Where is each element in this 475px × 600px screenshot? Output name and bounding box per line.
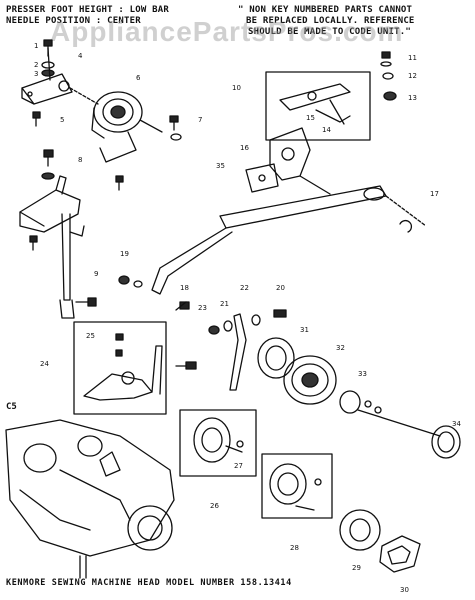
- part-label-1: 1: [34, 42, 38, 50]
- cam-part-30: [379, 535, 421, 573]
- part-label-19: 19: [120, 250, 129, 258]
- long-lever-part-17: [151, 185, 427, 295]
- part-label-29: 29: [352, 564, 361, 572]
- screw-part-5-upper: [32, 111, 41, 127]
- needle-position-note: NEEDLE POSITION : CENTER: [6, 16, 141, 26]
- part-label-9: 9: [94, 270, 98, 278]
- washer-part-21: [223, 314, 261, 332]
- part-label-6: 6: [136, 74, 141, 82]
- part-label-13: 13: [408, 94, 417, 102]
- part-label-23: 23: [198, 304, 207, 312]
- part-label-3: 3: [34, 70, 38, 78]
- part-label-10: 10: [232, 84, 241, 92]
- screw-part-7-upper: [169, 115, 179, 131]
- disc-part-32: [283, 355, 337, 405]
- part-label-21: 21: [220, 300, 229, 308]
- non-key-parts-note-line1: " NON KEY NUMBERED PARTS CANNOT: [238, 5, 413, 15]
- part-label-15: 15: [306, 114, 315, 122]
- part-label-12: 12: [408, 72, 417, 80]
- part-label-5: 5: [60, 116, 64, 124]
- screw-part-3-upper: [170, 133, 182, 141]
- part-label-7: 7: [198, 116, 202, 124]
- bracket-upper-left: [21, 47, 73, 105]
- screw-part-5-lower: [29, 235, 38, 251]
- cam-assembly-part-26: [179, 409, 257, 477]
- part-label-33: 33: [358, 370, 367, 378]
- part-label-26: 26: [210, 502, 219, 510]
- part-label-8: 8: [78, 156, 82, 164]
- part-label-14: 14: [322, 126, 331, 134]
- part-label-2: 2: [34, 61, 38, 69]
- part-label-31: 31: [300, 326, 309, 334]
- bracket-part-35: [245, 163, 279, 193]
- part-label-24: 24: [40, 360, 49, 368]
- lever-assembly-part-24: [73, 321, 167, 415]
- presser-bar-bracket-part-8: [19, 175, 85, 319]
- part-label-30: 30: [400, 586, 409, 594]
- disc-part-31: [257, 337, 295, 379]
- screw-part-5-mid: [115, 175, 124, 191]
- presser-foot-height-note: PRESSER FOOT HEIGHT : LOW BAR: [6, 5, 169, 15]
- washer-part-2: [41, 61, 55, 77]
- screw-part-9: [75, 297, 97, 307]
- non-key-parts-note-line3: SHOULD BE MADE TO CODE UNIT.": [248, 27, 411, 37]
- part-label-18: 18: [180, 284, 189, 292]
- shaft-part-34: [357, 409, 461, 459]
- part-label-27: 27: [234, 462, 243, 470]
- part-label-22: 22: [240, 284, 249, 292]
- part-label-17: 17: [430, 190, 439, 198]
- washer-part-23: [208, 325, 220, 335]
- cam-part-29: [339, 509, 381, 551]
- disc-part-33: [339, 390, 382, 414]
- screw-part-7-mid: [175, 361, 197, 370]
- part-label-25: 25: [86, 332, 95, 340]
- part-label-32: 32: [336, 344, 345, 352]
- screw-part-7-left: [43, 149, 54, 167]
- screw-part-20: [273, 309, 287, 318]
- screw-part-11: [380, 51, 392, 67]
- washer-part-2-mid: [133, 280, 143, 288]
- washer-part-13: [383, 91, 397, 101]
- lever-part-16: [269, 127, 331, 195]
- part-number-labels: 1 2 3 4 5 6 7 8 9 10 11 12 13 14 15 16 1…: [34, 42, 461, 594]
- screw-part-18: [175, 301, 190, 311]
- part-label-20: 20: [276, 284, 285, 292]
- part-label-34: 34: [452, 420, 461, 428]
- section-label-c5: C5: [6, 402, 17, 412]
- non-key-parts-note-line2: BE REPLACED LOCALLY. REFERENCE: [246, 16, 415, 26]
- machine-head-assembly: [5, 419, 175, 579]
- clip-part-12-right: [399, 220, 412, 233]
- bracket-assembly-part-10: [265, 71, 371, 141]
- tension-assembly-part-6: [69, 87, 163, 163]
- cam-assembly-part-28: [261, 453, 333, 519]
- model-number-footer: KENMORE SEWING MACHINE HEAD MODEL NUMBER…: [6, 578, 292, 588]
- part-label-4: 4: [78, 52, 83, 60]
- arm-part-22: [229, 313, 247, 391]
- nut-part-19: [118, 275, 130, 285]
- washer-part-3-left: [41, 172, 55, 180]
- part-label-11: 11: [408, 54, 417, 62]
- part-label-28: 28: [290, 544, 299, 552]
- screw-part-12-top: [382, 72, 394, 80]
- part-label-16: 16: [240, 144, 249, 152]
- part-label-35: 35: [216, 162, 225, 170]
